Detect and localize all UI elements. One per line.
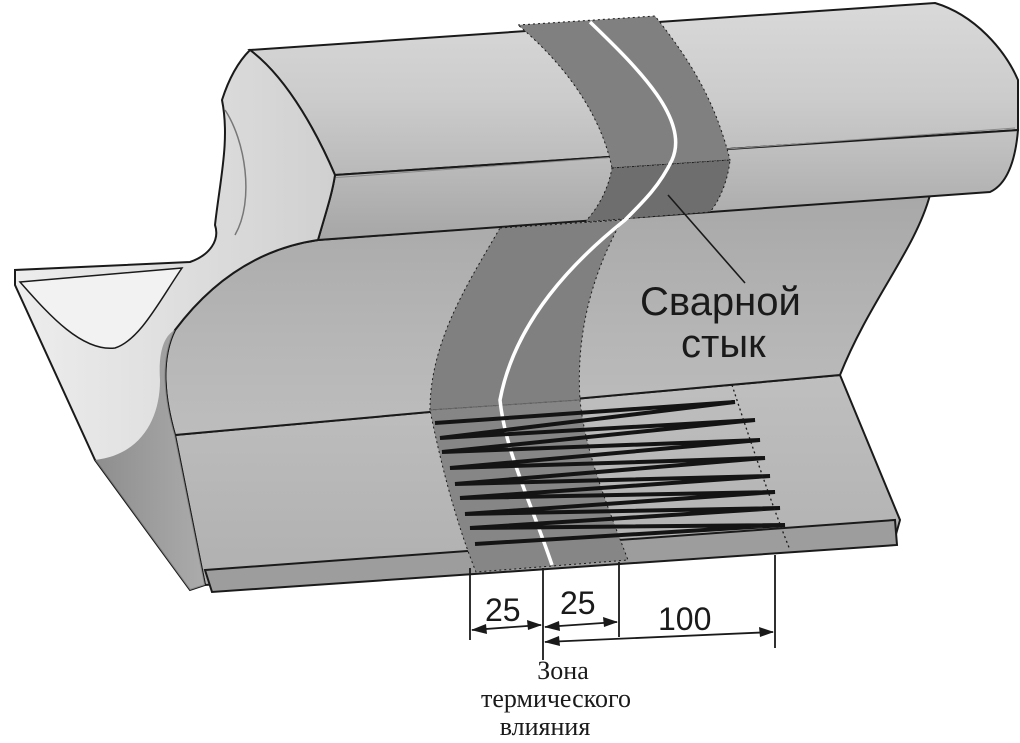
zone-label-line3: влияния xyxy=(500,712,591,741)
dim-line-inspection xyxy=(544,631,774,643)
rail-profile-hollow xyxy=(18,267,184,349)
rail-end-face xyxy=(14,48,337,592)
weld-joint-label-line2: стык xyxy=(681,322,766,366)
scan-path xyxy=(434,400,786,546)
dim-arrow-inspection-a xyxy=(544,636,560,646)
dim-value-haz-left: 25 xyxy=(485,592,521,628)
zone-label-line2: термического xyxy=(481,684,631,713)
weld-seam-line xyxy=(498,20,678,566)
rail-profile-face xyxy=(14,48,337,592)
scan-region-boundary xyxy=(731,384,791,551)
dim-arrow-haz-right-b xyxy=(603,617,618,627)
weld-joint-label-line1: Сварной xyxy=(640,280,801,324)
zone-label-line1: Зона xyxy=(537,656,589,685)
dim-arrow-haz-left-b xyxy=(527,620,542,630)
haz-band-head-side xyxy=(583,159,731,223)
dimensions xyxy=(469,555,776,660)
rail-profile-shade xyxy=(95,330,205,590)
dim-arrow-inspection-b xyxy=(759,627,774,637)
weld-joint-leader xyxy=(667,194,746,284)
weld-seam xyxy=(498,20,678,566)
dim-value-inspection: 100 xyxy=(658,601,711,637)
dim-value-haz-right: 25 xyxy=(560,585,596,621)
scan-zigzag xyxy=(434,400,786,546)
dim-arrow-haz-left-a xyxy=(471,624,487,634)
dim-arrow-haz-right-a xyxy=(544,621,560,631)
